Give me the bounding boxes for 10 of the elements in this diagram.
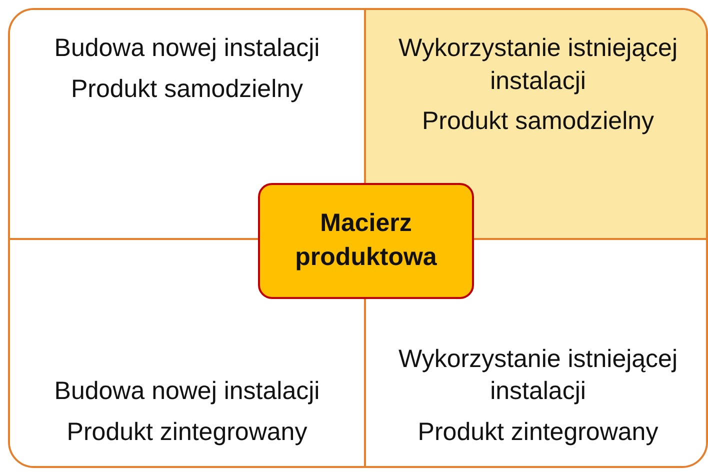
quadrant-text: Produkt zintegrowany	[418, 416, 658, 448]
quadrant-text: Produkt zintegrowany	[66, 416, 308, 448]
quadrant-text: Produkt samodzielny	[70, 74, 304, 104]
quadrant-heading: Budowa nowej instalacji	[54, 376, 320, 407]
center-title: Macierz produktowa	[294, 208, 438, 273]
quadrant-text: Produkt samodzielny	[422, 106, 654, 137]
center-box	[258, 183, 474, 299]
quadrant-heading: Wykorzystanie istniejącej instalacji	[397, 344, 679, 407]
quadrant-heading: Budowa nowej instalacji	[54, 33, 320, 64]
quadrant-heading: Wykorzystanie istniejącej instalacji	[397, 33, 679, 96]
